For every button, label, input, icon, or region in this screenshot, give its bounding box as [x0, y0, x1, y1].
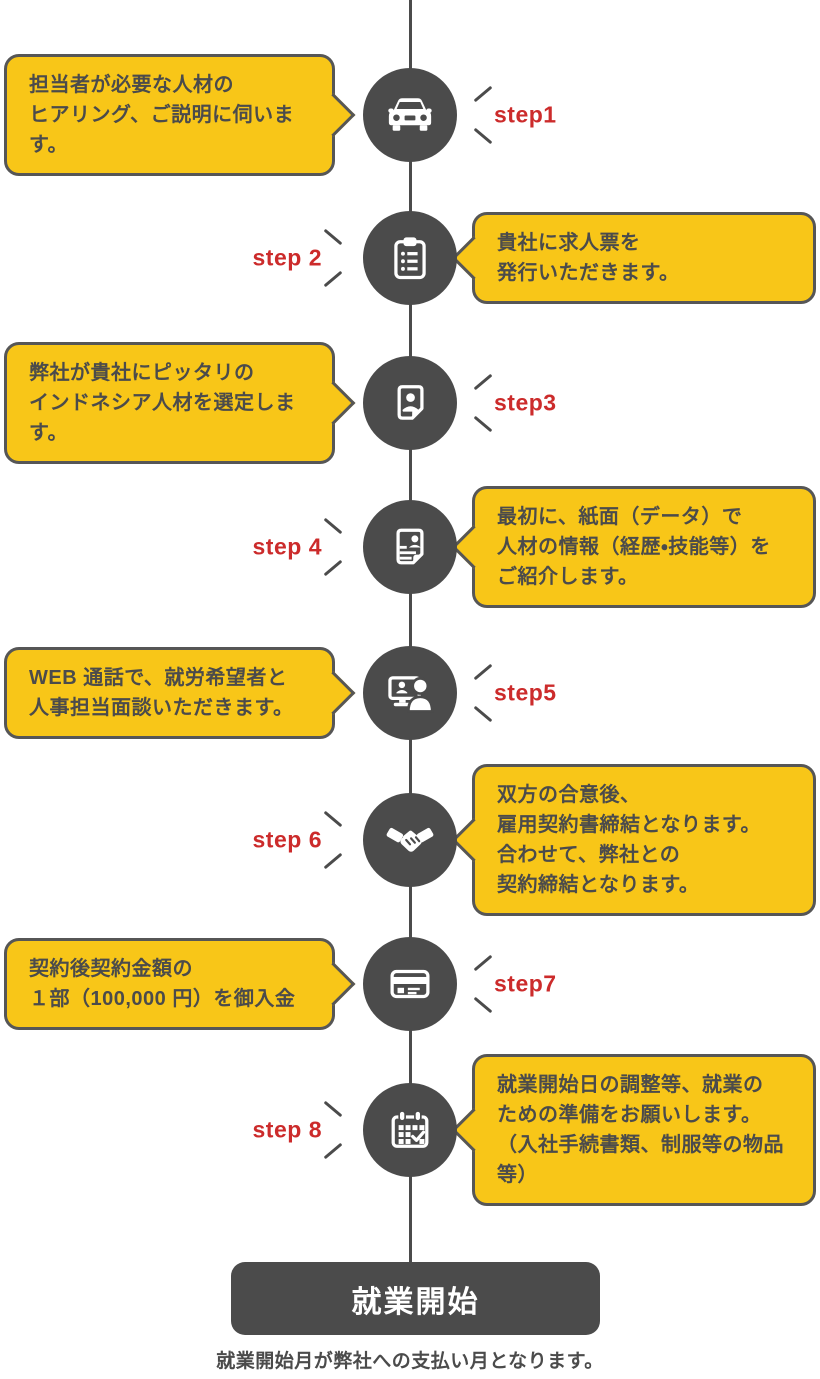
- car-icon: [388, 98, 432, 131]
- emphasis-tick: [473, 85, 493, 103]
- step-4-bubble: 最初に、紙面（データ）で 人材の情報（経歴・技能等）を ご紹介します。: [472, 486, 816, 608]
- step-3-description: 弊社が貴社にピッタリの インドネシア人材を選定します。: [29, 362, 296, 444]
- emphasis-tick: [473, 373, 493, 391]
- footer-note: 就業開始月が弊社への支払い月となります。: [216, 1351, 604, 1372]
- step-8-description: 就業開始日の調整等、就業の ための準備をお願いします。 （入社手続書類、制服等の…: [497, 1074, 784, 1186]
- step-8-bubble: 就業開始日の調整等、就業の ための準備をお願いします。 （入社手続書類、制服等の…: [472, 1054, 816, 1206]
- step-5-bubble: WEB 通話で、就労希望者と 人事担当面談いただきます。: [4, 647, 335, 739]
- step-6-node: [363, 793, 457, 887]
- step-6-label: step 6: [252, 810, 343, 870]
- step-2-node: [363, 211, 457, 305]
- emphasis-tick: [473, 415, 493, 433]
- step-3-label-text: step3: [494, 389, 557, 416]
- step-1-bubble: 担当者が必要な人材の ヒアリング、ご説明に伺います。: [4, 54, 335, 176]
- clipboard-icon: [394, 237, 426, 280]
- emphasis-tick: [323, 1100, 343, 1118]
- emphasis-tick: [323, 559, 343, 577]
- step-7-label-text: step7: [494, 970, 557, 997]
- step-5-node: [363, 646, 457, 740]
- calendar-icon: [391, 1110, 429, 1148]
- step-1-label-text: step1: [494, 101, 557, 128]
- resume-icon: [396, 528, 424, 565]
- goal-title: 就業開始: [351, 1285, 480, 1319]
- id-card-icon: [397, 385, 424, 420]
- step-2-description: 貴社に求人票を 発行いただきます。: [497, 232, 680, 284]
- step-1-label: step1: [473, 85, 557, 145]
- emphasis-tick: [323, 1142, 343, 1160]
- step-4-label-text: step 4: [252, 533, 322, 560]
- step-3-node: [363, 356, 457, 450]
- step-8-node: [363, 1083, 457, 1177]
- step-7-description: 契約後契約金額の １部（100,000 円）を御入金: [29, 958, 296, 1010]
- emphasis-tick: [473, 954, 493, 972]
- timeline-connector-line: [409, 0, 412, 1262]
- step-3-label: step3: [473, 373, 557, 433]
- goal-box: 就業開始: [231, 1262, 600, 1335]
- emphasis-tick: [473, 663, 493, 681]
- step-2-label-text: step 2: [252, 244, 322, 271]
- step-5-label-text: step5: [494, 679, 557, 706]
- step-7-label: step7: [473, 954, 557, 1014]
- emphasis-tick: [323, 517, 343, 535]
- step-2-bubble: 貴社に求人票を 発行いただきます。: [472, 212, 816, 304]
- emphasis-tick: [473, 127, 493, 145]
- step-1-description: 担当者が必要な人材の ヒアリング、ご説明に伺います。: [29, 74, 295, 156]
- step-4-node: [363, 500, 457, 594]
- step-1-node: [363, 68, 457, 162]
- step-6-bubble: 双方の合意後、 雇用契約書締結となります。 合わせて、弊社との 契約締結となりま…: [472, 764, 816, 916]
- step-7-bubble: 契約後契約金額の １部（100,000 円）を御入金: [4, 938, 335, 1030]
- emphasis-tick: [473, 996, 493, 1014]
- step-2-label: step 2: [252, 228, 343, 288]
- step-4-label: step 4: [252, 517, 343, 577]
- emphasis-tick: [323, 852, 343, 870]
- step-5-label: step5: [473, 663, 557, 723]
- emphasis-tick: [323, 270, 343, 288]
- credit-card-icon: [390, 969, 430, 999]
- video-call-icon: [388, 676, 434, 713]
- emphasis-tick: [473, 705, 493, 723]
- step-8-label-text: step 8: [252, 1116, 322, 1143]
- step-4-description: 最初に、紙面（データ）で 人材の情報（経歴・技能等）を ご紹介します。: [497, 506, 771, 588]
- step-3-bubble: 弊社が貴社にピッタリの インドネシア人材を選定します。: [4, 342, 335, 464]
- emphasis-tick: [323, 228, 343, 246]
- step-6-description: 双方の合意後、 雇用契約書締結となります。 合わせて、弊社との 契約締結となりま…: [497, 784, 761, 896]
- step-6-label-text: step 6: [252, 826, 322, 853]
- step-5-description: WEB 通話で、就労希望者と 人事担当面談いただきます。: [29, 667, 294, 719]
- handshake-icon: [386, 827, 434, 852]
- step-8-label: step 8: [252, 1100, 343, 1160]
- emphasis-tick: [323, 810, 343, 828]
- step-7-node: [363, 937, 457, 1031]
